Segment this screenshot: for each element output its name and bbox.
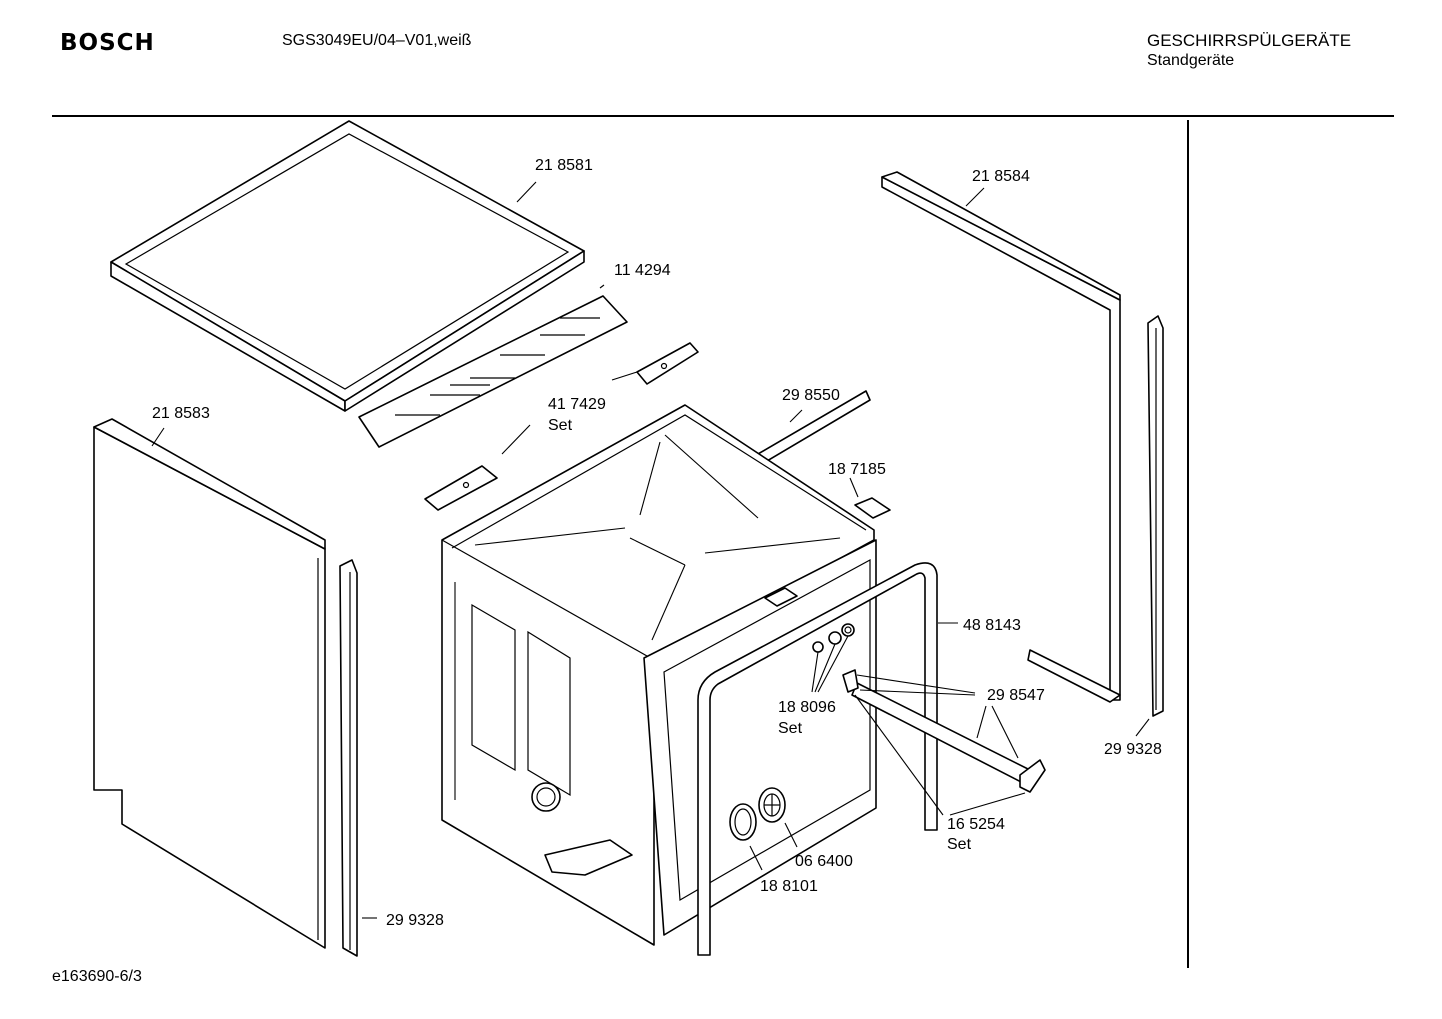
right-edge-strip-part <box>1147 315 1164 717</box>
part-label-299328-left: 29 9328 <box>386 912 444 929</box>
part-label-299328-right: 29 9328 <box>1104 741 1162 758</box>
filter-cover-part <box>758 787 786 823</box>
top-cover-part <box>110 120 585 412</box>
category-title: GESCHIRRSPÜLGERÄTE <box>1147 31 1352 50</box>
part-label-114294: 11 4294 <box>614 262 671 279</box>
part-label-188096-set: Set <box>778 720 803 737</box>
part-label-218581: 21 8581 <box>535 157 593 174</box>
part-number-labels: 21 8581 11 4294 21 8584 21 8583 41 7429 … <box>152 157 1162 929</box>
part-label-165254-set: Set <box>947 836 972 853</box>
model-number: SGS3049EU/04–V01,weiß <box>282 32 472 49</box>
subcategory-title: Standgeräte <box>1147 52 1235 69</box>
part-label-218583: 21 8583 <box>152 405 210 422</box>
part-label-488143: 48 8143 <box>963 617 1021 634</box>
leader-lines <box>151 181 1150 919</box>
part-label-298547: 29 8547 <box>987 687 1045 704</box>
mounting-bracket-part <box>424 342 699 511</box>
insulation-mat-part <box>358 295 628 448</box>
brand-logo: BOSCH <box>60 30 155 56</box>
part-label-417429-set: Set <box>548 417 573 434</box>
header-divider <box>52 115 1394 117</box>
hinge-arm-part <box>842 669 1046 793</box>
part-label-188096: 18 8096 <box>778 699 836 716</box>
ring-seal-part <box>729 803 757 841</box>
part-label-188101: 18 8101 <box>760 878 818 895</box>
part-label-066400: 06 6400 <box>795 853 853 870</box>
left-edge-strip-part <box>339 559 358 957</box>
door-frame-seal-part <box>697 562 938 956</box>
part-label-165254: 16 5254 <box>947 816 1005 833</box>
right-side-panel-part <box>881 171 1121 703</box>
part-label-298550: 29 8550 <box>782 387 840 404</box>
right-margin-divider <box>1187 120 1189 968</box>
part-label-187185: 18 7185 <box>828 461 886 478</box>
part-label-417429: 41 7429 <box>548 396 606 413</box>
left-side-panel-part <box>93 418 326 949</box>
document-id: e163690-6/3 <box>52 968 142 985</box>
fastener-set-part <box>812 623 855 653</box>
part-label-218584: 21 8584 <box>972 168 1030 185</box>
hinge-clip-part <box>764 497 891 607</box>
